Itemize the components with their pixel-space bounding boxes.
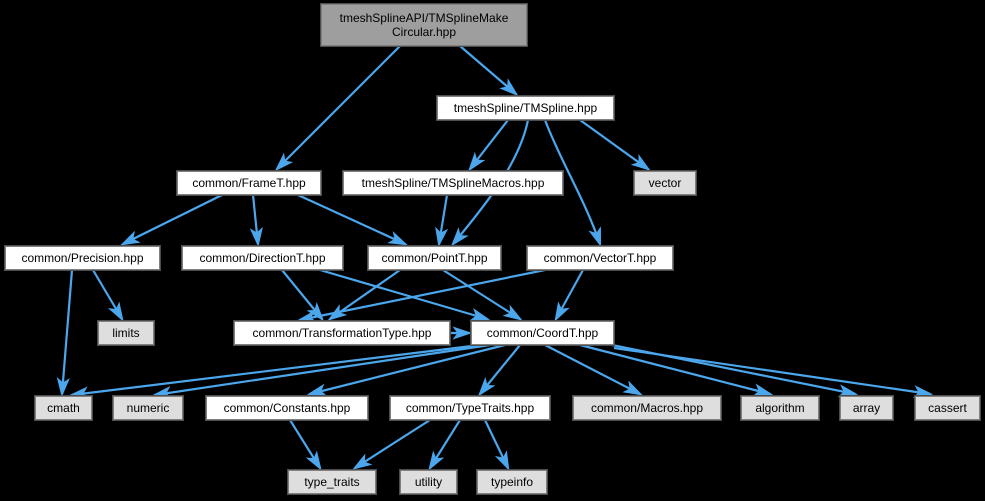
edge-macros2-to-pointT [435, 194, 449, 248]
graph-node-macros[interactable]: common/Macros.hpp [572, 395, 722, 421]
graph-node-directionT[interactable]: common/DirectionT.hpp [181, 245, 344, 271]
edge-directionT-to-coordT [319, 268, 491, 321]
graph-node-coordT[interactable]: common/CoordT.hpp [470, 320, 615, 346]
edge-typetraits-to-utility [428, 419, 461, 471]
edge-coordT-to-cassert [613, 346, 934, 399]
graph-node-typeinfo[interactable]: typeinfo [476, 469, 548, 495]
edge-tmspline-to-vector [579, 119, 651, 171]
graph-node-cmath[interactable]: cmath [34, 395, 93, 421]
edge-precision-to-limits [92, 269, 124, 322]
edge-coordT-to-cmath [68, 343, 481, 400]
graph-node-cassert[interactable]: cassert [914, 395, 981, 421]
edge-typetraits-to-typeinfo [484, 419, 510, 471]
graph-node-constants[interactable]: common/Constants.hpp [205, 395, 369, 421]
edge-directionT-to-transform [281, 269, 325, 322]
graph-node-macros2[interactable]: tmeshSpline/TMSplineMacros.hpp [342, 170, 564, 196]
edge-root-to-frameT [274, 45, 401, 172]
graph-node-frameT[interactable]: common/FrameT.hpp [176, 170, 322, 196]
edge-coordT-to-constants [306, 343, 506, 397]
graph-node-pointT[interactable]: common/PointT.hpp [367, 245, 502, 271]
edge-pointT-to-coordT [442, 269, 523, 321]
edge-root-to-tmspline [459, 45, 519, 97]
edge-tmspline-to-macros2 [467, 119, 509, 172]
graph-node-vector[interactable]: vector [633, 170, 697, 196]
graph-node-utility[interactable]: utility [399, 469, 458, 495]
graph-node-tmspline[interactable]: tmeshSpline/TMSpline.hpp [436, 95, 615, 121]
edge-constants-to-type_traits [289, 419, 322, 471]
graph-node-vectorT[interactable]: common/VectorT.hpp [526, 245, 674, 271]
edge-coordT-to-algorithm [579, 343, 774, 397]
graph-node-root[interactable]: tmeshSplineAPI/TMSplineMake Circular.hpp [320, 3, 528, 47]
graph-node-precision[interactable]: common/Precision.hpp [4, 245, 161, 271]
edge-typetraits-to-type_traits [352, 419, 431, 470]
edge-frameT-to-directionT [249, 194, 263, 248]
graph-node-typetraits[interactable]: common/TypeTraits.hpp [389, 395, 551, 421]
edge-coordT-to-typetraits [477, 344, 521, 397]
edge-frameT-to-precision [120, 194, 223, 246]
edge-coordT-to-macros [544, 344, 643, 396]
edge-vectorT-to-transform [296, 268, 546, 324]
graph-node-limits[interactable]: limits [97, 320, 155, 346]
graph-node-type_traits[interactable]: type_traits [287, 469, 377, 495]
graph-node-numeric[interactable]: numeric [112, 395, 184, 421]
graph-node-array[interactable]: array [839, 395, 894, 421]
edge-coordT-to-numeric [151, 343, 491, 400]
graph-node-transform[interactable]: common/TransformationType.hpp [233, 320, 451, 346]
edge-tmspline-to-vectorT [543, 119, 602, 248]
edge-precision-to-cmath [56, 269, 74, 398]
edge-vectorT-to-coordT [554, 269, 584, 322]
edge-frameT-to-pointT [297, 193, 409, 246]
graph-node-algorithm[interactable]: algorithm [740, 395, 820, 421]
